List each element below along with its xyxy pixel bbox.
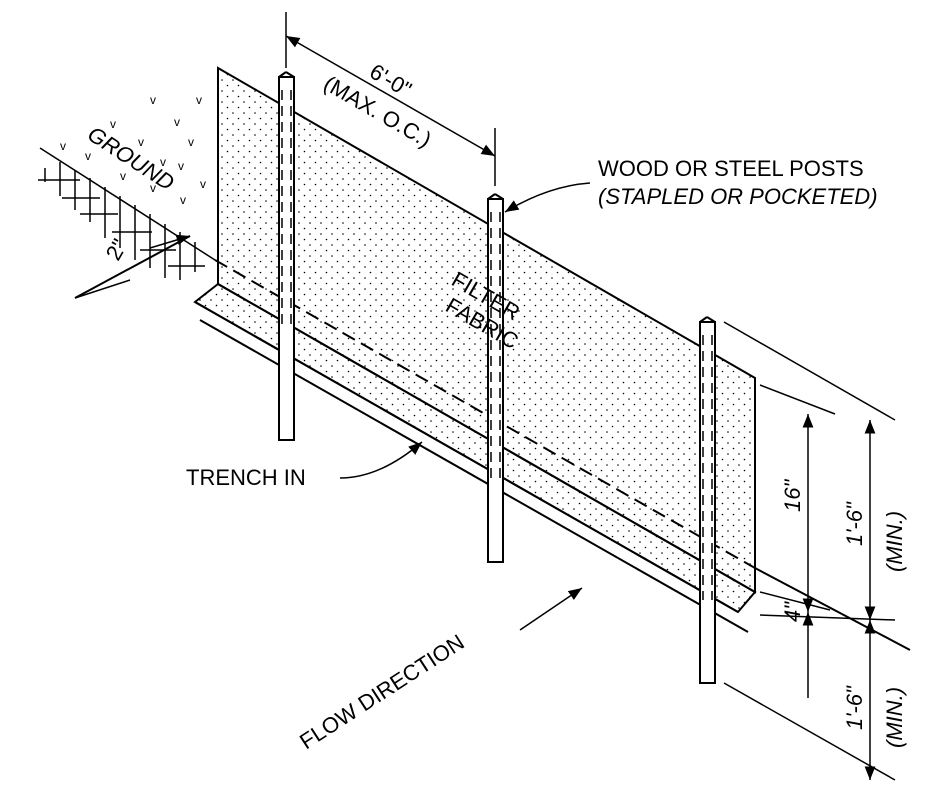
fabric-height-label: 16" <box>780 479 805 512</box>
post-2 <box>487 193 504 563</box>
svg-text:v: v <box>160 155 166 169</box>
svg-text:v: v <box>85 149 91 163</box>
posts-label-line2: (STAPLED OR POCKETED) <box>598 184 878 209</box>
flow-direction-label: FLOW DIRECTION <box>295 629 469 754</box>
svg-text:v: v <box>138 135 144 149</box>
svg-text:v: v <box>188 135 194 149</box>
post-embed-min-note: (MIN.) <box>882 687 907 748</box>
svg-text:v: v <box>150 93 156 107</box>
fabric-embed-label: 4" <box>780 601 805 622</box>
svg-text:v: v <box>178 159 184 173</box>
trench-in-leader <box>339 441 423 479</box>
trench-depth-dimension <box>74 234 191 299</box>
filter-fabric-panel <box>193 66 757 614</box>
post-3 <box>699 316 716 684</box>
post-embed-min-label: 1'-6" <box>842 685 867 730</box>
posts-leader <box>504 182 591 213</box>
svg-text:v: v <box>150 181 156 195</box>
height-min-note: (MIN.) <box>882 511 907 572</box>
flow-direction-arrow <box>519 587 583 631</box>
svg-text:v: v <box>200 177 206 191</box>
grass-marks: vvv vvv vvv vvv vv <box>60 93 206 207</box>
trench-in-label: TRENCH IN <box>186 465 306 490</box>
posts-label-line1: WOOD OR STEEL POSTS <box>598 156 864 181</box>
svg-text:v: v <box>174 115 180 129</box>
svg-text:v: v <box>110 117 116 131</box>
svg-text:v: v <box>180 193 186 207</box>
fence-posts <box>278 71 716 684</box>
post-spacing-dimension <box>285 12 496 186</box>
svg-text:v: v <box>120 169 126 183</box>
trench-depth-label: 2" <box>101 235 133 265</box>
height-min-label: 1'-6" <box>842 501 867 546</box>
svg-text:v: v <box>196 93 202 107</box>
svg-text:v: v <box>60 139 66 153</box>
post-1 <box>278 71 295 441</box>
height-dimensions <box>723 321 896 781</box>
